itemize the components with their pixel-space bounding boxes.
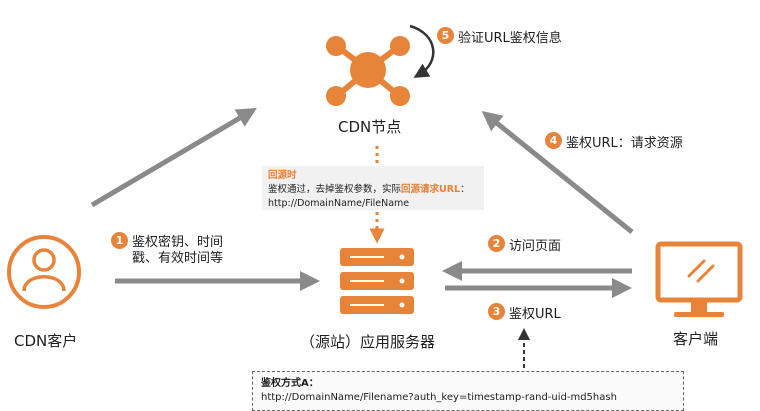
step-1-text-line2: 戳、有效时间等: [132, 251, 224, 266]
arrow-customer-to-cdn: [90, 107, 257, 208]
back-to-origin-url: http://DomainName/FileName: [268, 198, 410, 209]
server-label: （源站）应用服务器: [300, 333, 436, 351]
back-to-origin-note: 回源时 鉴权通过，去掉鉴权参数，实际回源请求URL： http://Domain…: [262, 166, 484, 210]
back-to-origin-title: 回源时: [268, 170, 297, 181]
back-to-origin-highlight: 回源请求URL: [401, 184, 461, 195]
arrow-client-to-cdn: [481, 110, 634, 234]
step-1-badge: 1: [111, 232, 128, 249]
step-5-badge: 5: [437, 27, 454, 44]
cdn-network-icon: [326, 36, 410, 106]
step-5-text: 验证URL鉴权信息: [458, 31, 562, 46]
user-icon: [7, 235, 81, 309]
auth-method-title: 鉴权方式A：: [261, 378, 319, 389]
client-label: 客户端: [673, 330, 719, 348]
auth-method-box: 鉴权方式A： http://DomainName/Filename?auth_k…: [252, 371, 684, 411]
auth-method-url: http://DomainName/Filename?auth_key=time…: [261, 392, 617, 403]
diagram-canvas: [7, 24, 743, 368]
step-3-badge: 3: [488, 303, 505, 320]
back-to-origin-line1: 鉴权通过，去掉鉴权参数，实际回源请求URL：: [268, 183, 484, 197]
step-3-text: 鉴权URL: [509, 307, 561, 322]
cdn-customer-label: CDN客户: [14, 332, 78, 350]
cdn-node-label: CDN节点: [338, 118, 402, 136]
back-to-origin-text: 鉴权通过，去掉鉴权参数，实际: [268, 184, 402, 195]
step-2-text: 访问页面: [509, 239, 562, 254]
server-icon: [340, 248, 414, 314]
back-to-origin-colon: ：: [460, 184, 470, 195]
step-2-badge: 2: [488, 235, 505, 252]
verify-loop-arrow: [409, 24, 435, 78]
step-4-badge: 4: [545, 132, 562, 149]
step-4-text: 鉴权URL：请求资源: [566, 136, 683, 151]
step-1-text-line1: 鉴权密钥、时间: [132, 235, 224, 250]
monitor-icon: [655, 241, 743, 317]
